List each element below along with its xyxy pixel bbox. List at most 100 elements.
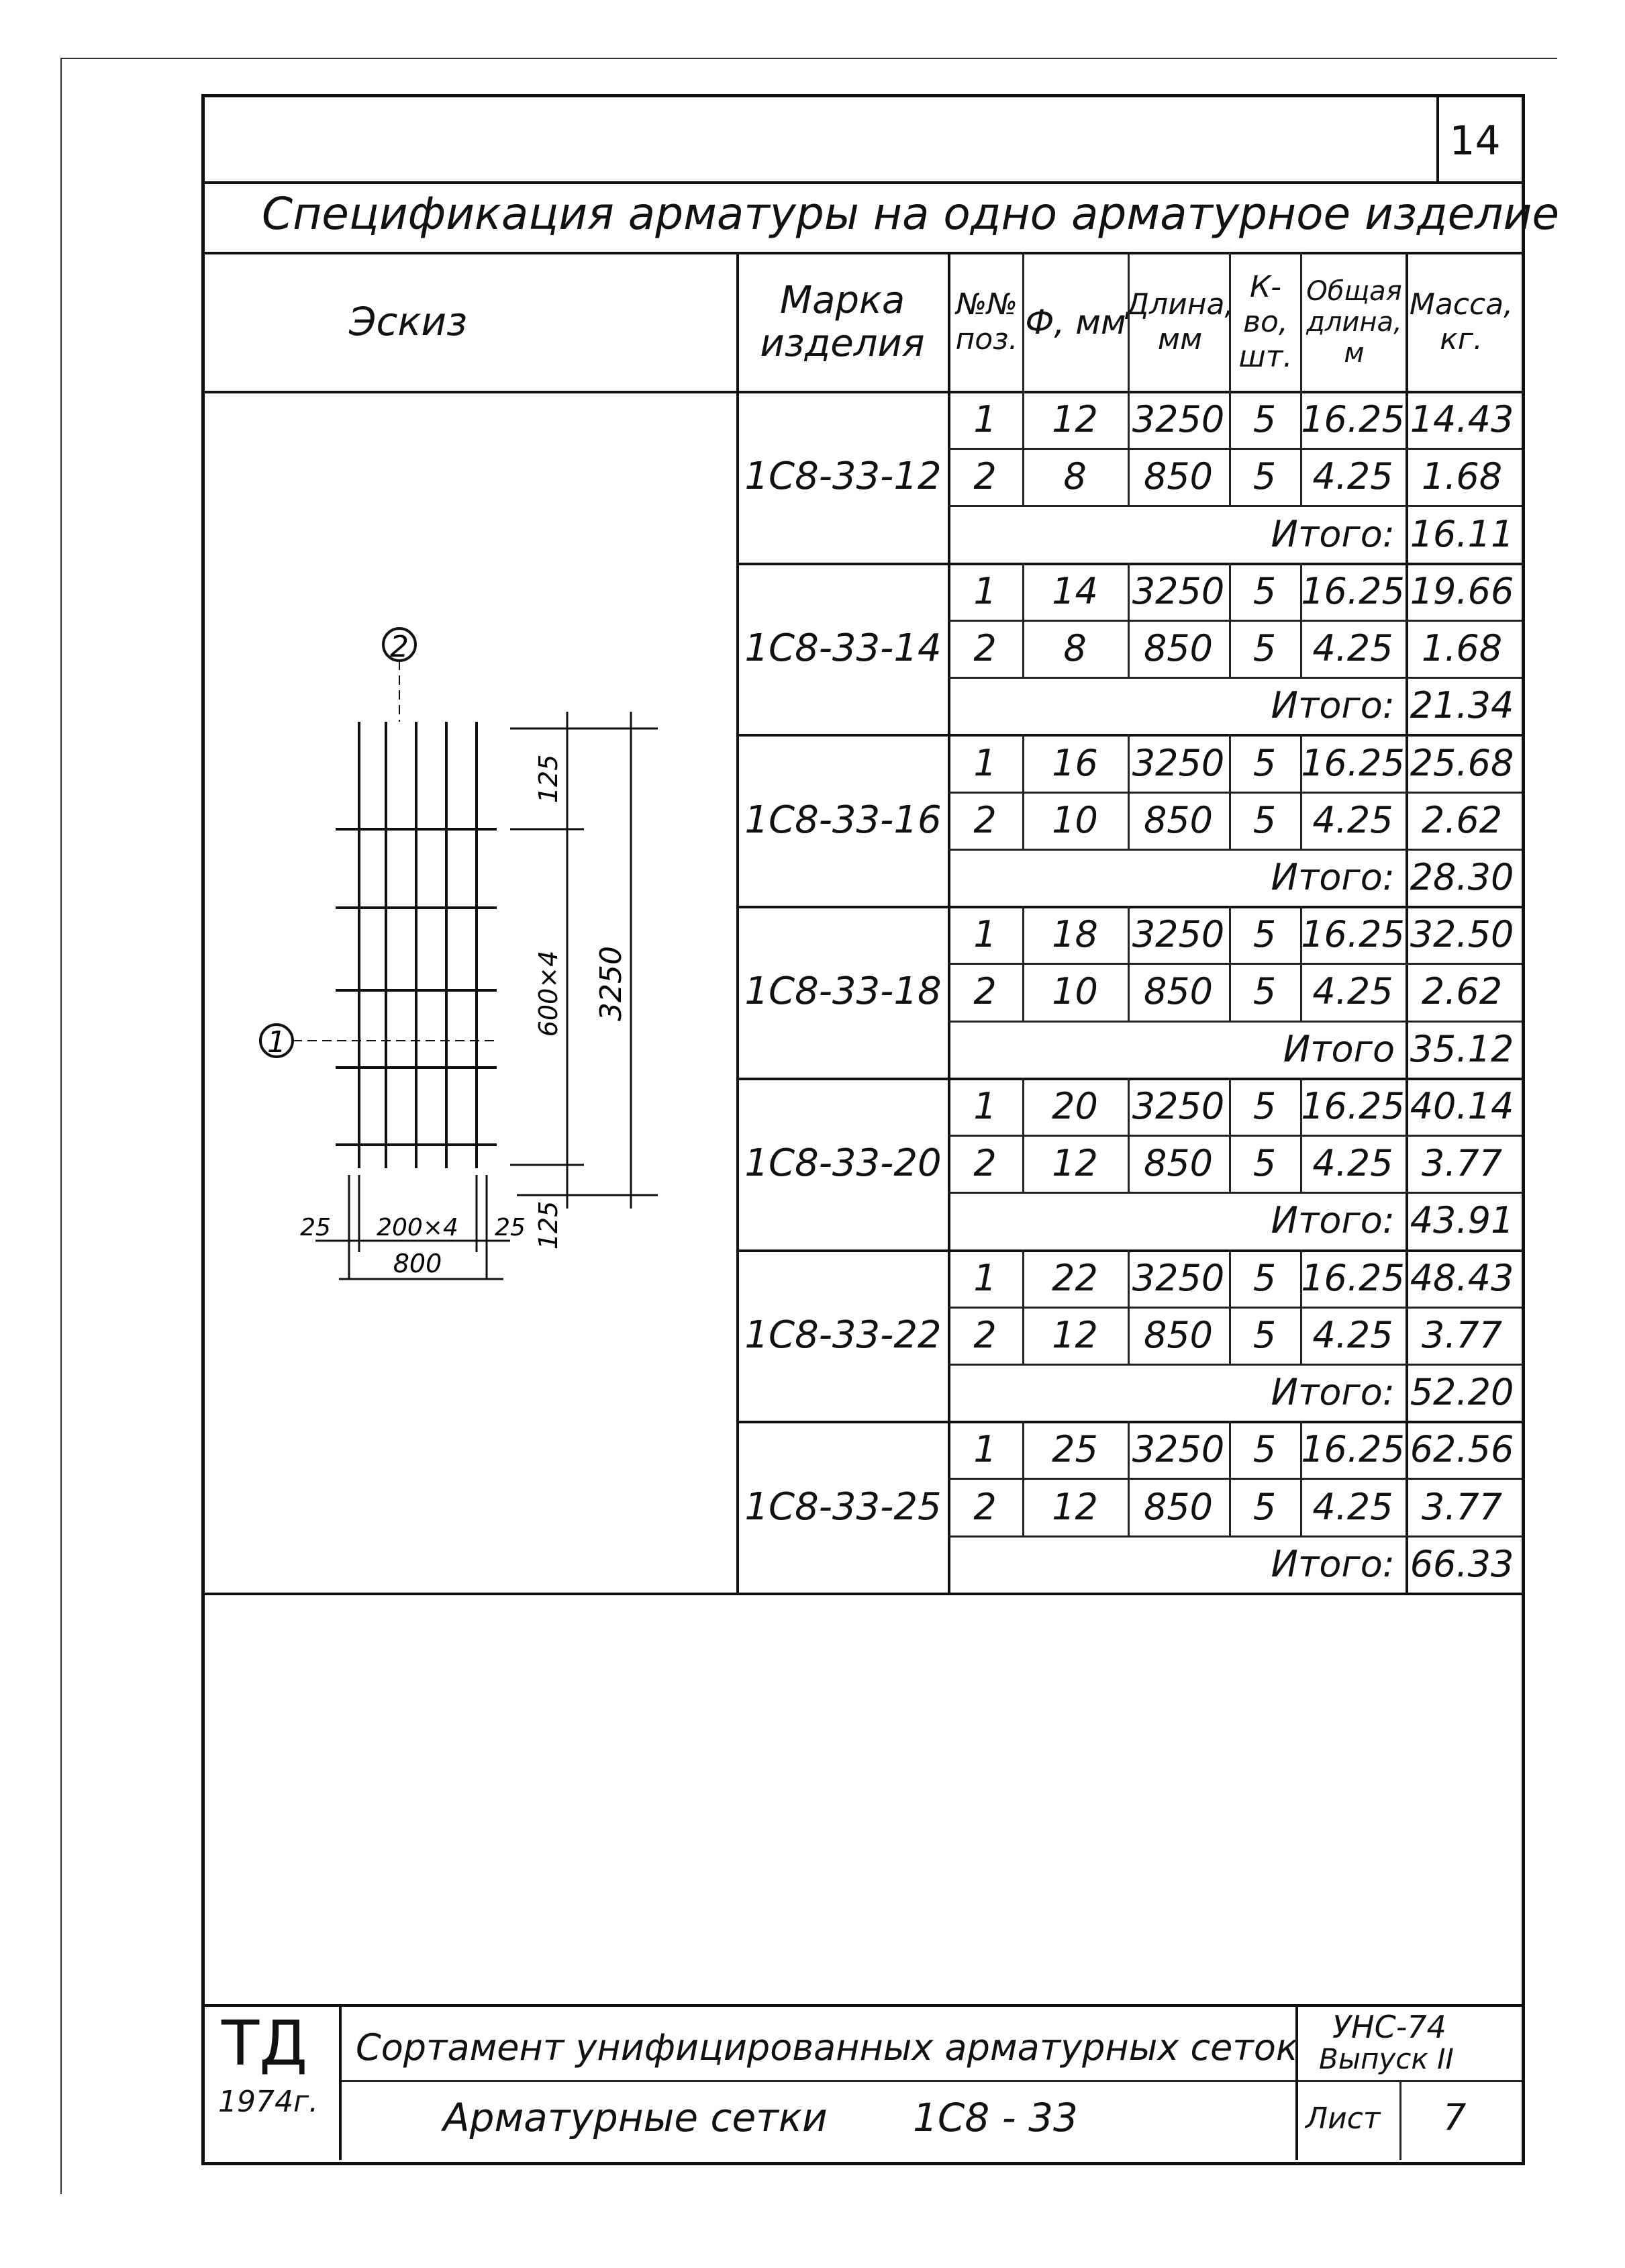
- cell-mass: 40.14: [1410, 1084, 1514, 1127]
- col-line: [1022, 734, 1024, 849]
- cell-length: 850: [1143, 1313, 1214, 1356]
- cell-diam: 20: [1052, 1084, 1098, 1127]
- cell-diam: 12: [1052, 398, 1098, 441]
- col-line: [1300, 1421, 1302, 1535]
- cell-length: 850: [1143, 970, 1214, 1013]
- cell-total-len: 16.25: [1301, 1256, 1405, 1299]
- cell-length: 3250: [1132, 569, 1225, 612]
- total-mass: 52.20: [1410, 1371, 1514, 1414]
- dim-spacing-label: 200×4: [377, 1214, 458, 1241]
- title-block-top-line: [201, 2004, 1522, 2007]
- product-mark: 1С8-33-25: [744, 1484, 942, 1529]
- cell-total-len: 4.25: [1312, 1485, 1393, 1528]
- total-label: Итого: [1283, 1027, 1395, 1070]
- row-line: [948, 677, 1522, 679]
- cell-length: 850: [1143, 1142, 1214, 1185]
- cell-pos: 1: [973, 398, 997, 441]
- cell-diam: 12: [1052, 1313, 1098, 1356]
- col-line: [1229, 391, 1231, 506]
- total-label: Итого:: [1271, 684, 1395, 727]
- year-label: 1974г.: [218, 2085, 319, 2119]
- title-block-logo-divider: [339, 2004, 342, 2160]
- cell-length: 850: [1143, 1485, 1214, 1528]
- col-line: [1022, 562, 1024, 677]
- header-qty: К-во, шт.: [1238, 270, 1293, 374]
- dim-mid-label: 600×4: [534, 951, 563, 1037]
- cell-diam: 10: [1052, 970, 1098, 1013]
- issue-label: Выпуск II: [1319, 2042, 1454, 2075]
- cell-mass: 3.77: [1421, 1313, 1503, 1356]
- cell-qty: 5: [1252, 741, 1277, 784]
- col-line: [1022, 1077, 1024, 1192]
- cell-length: 3250: [1132, 1084, 1225, 1127]
- row-line: [948, 1135, 1522, 1137]
- cell-qty: 5: [1252, 1485, 1277, 1528]
- cell-pos: 2: [973, 455, 997, 498]
- cell-total-len: 4.25: [1312, 1313, 1393, 1356]
- cell-mass: 32.50: [1410, 913, 1514, 956]
- total-mass: 35.12: [1410, 1027, 1514, 1070]
- sheet-label: Лист: [1306, 2101, 1381, 2136]
- title-block-sheet-divider: [1399, 2080, 1401, 2160]
- cell-pos: 1: [973, 913, 997, 956]
- sketch-header: Эскиз: [349, 299, 467, 344]
- cell-diam: 8: [1063, 627, 1087, 670]
- product-mark: 1С8-33-22: [744, 1313, 942, 1357]
- cell-length: 3250: [1132, 1256, 1225, 1299]
- cell-qty: 5: [1252, 627, 1277, 670]
- col-line-mark: [736, 252, 739, 1593]
- cell-mass: 25.68: [1410, 741, 1514, 784]
- row-line: [948, 619, 1522, 622]
- dim-bottom-label: 125: [534, 1201, 563, 1250]
- cell-qty: 5: [1252, 569, 1277, 612]
- cell-mass: 2.62: [1421, 970, 1503, 1013]
- title-block-subtitle-a: Арматурные сетки: [443, 2095, 828, 2140]
- cell-qty: 5: [1252, 1428, 1277, 1471]
- mesh-sketch: 2 1 125 600×4 3250 125 25 200×4 25 800: [259, 627, 658, 1280]
- drawing-frame: [201, 94, 1525, 2165]
- row-line: [948, 1478, 1522, 1480]
- cell-length: 3250: [1132, 1428, 1225, 1471]
- row-line: [948, 505, 1522, 508]
- row-line: [948, 1306, 1522, 1309]
- callout-1-label: 1: [267, 1025, 286, 1059]
- col-line: [1128, 906, 1130, 1021]
- cell-diam: 10: [1052, 798, 1098, 841]
- row-line: [948, 1192, 1522, 1194]
- cell-total-len: 16.25: [1301, 741, 1405, 784]
- header-top-line: [201, 252, 1522, 254]
- col-line: [1300, 734, 1302, 849]
- dim-total-label: 3250: [594, 946, 628, 1021]
- cell-diam: 12: [1052, 1142, 1098, 1185]
- col-line: [1128, 1077, 1130, 1192]
- total-label: Итого:: [1271, 1542, 1395, 1585]
- cell-qty: 5: [1252, 1084, 1277, 1127]
- cell-qty: 5: [1252, 398, 1277, 441]
- product-mark: 1С8-33-16: [744, 798, 942, 842]
- cell-pos: 2: [973, 1142, 997, 1185]
- cell-total-len: 4.25: [1312, 798, 1393, 841]
- dim-left-label: 25: [300, 1214, 331, 1241]
- total-mass: 16.11: [1410, 512, 1514, 555]
- cell-length: 850: [1143, 798, 1214, 841]
- dim-top-label: 125: [534, 755, 563, 804]
- header-mass: Масса, кг.: [1409, 287, 1514, 357]
- col-line-totlen-h: [1300, 252, 1302, 393]
- cell-mass: 14.43: [1410, 398, 1514, 441]
- col-line: [1128, 1421, 1130, 1535]
- header-diam: Ф, мм: [1025, 303, 1126, 342]
- cell-length: 3250: [1132, 741, 1225, 784]
- row-line: [948, 791, 1522, 794]
- header-pos: №№ поз.: [955, 287, 1018, 357]
- cell-total-len: 4.25: [1312, 970, 1393, 1013]
- row-line: [948, 1363, 1522, 1366]
- col-line: [1300, 1077, 1302, 1192]
- cell-pos: 1: [973, 569, 997, 612]
- total-label: Итого:: [1271, 1371, 1395, 1414]
- cell-pos: 1: [973, 1084, 997, 1127]
- col-line: [1229, 562, 1231, 677]
- cell-pos: 2: [973, 798, 997, 841]
- col-line: [1229, 1421, 1231, 1535]
- cell-total-len: 16.25: [1301, 398, 1405, 441]
- title-block-subtitle-b: 1С8 - 33: [913, 2095, 1078, 2140]
